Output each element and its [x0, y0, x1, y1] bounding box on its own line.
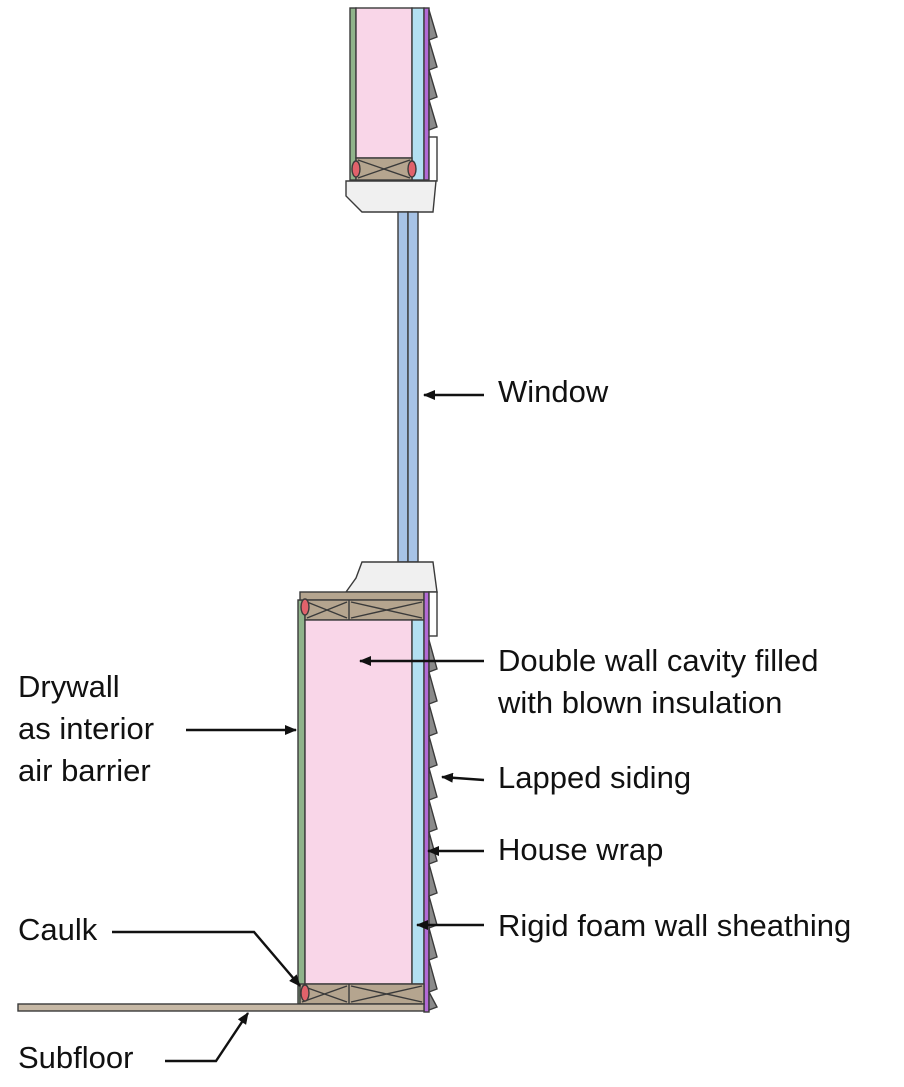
subfloor-leader	[165, 1012, 249, 1063]
lower-rigid-foam	[411, 619, 425, 985]
label-lapped-siding: Lapped siding	[498, 760, 691, 795]
label-rigid-foam: Rigid foam wall sheathing	[498, 908, 851, 943]
lower-house-wrap	[423, 591, 430, 1013]
upper-wall-section	[345, 7, 438, 213]
lower-insulation	[304, 619, 413, 985]
lower-wall-section	[17, 561, 438, 1013]
lower-bottom-plate	[299, 983, 425, 1005]
window-glass	[397, 211, 419, 563]
callout-lines	[112, 390, 485, 1063]
upper-lapped-siding	[428, 9, 438, 132]
label-window: Window	[498, 374, 609, 409]
lower-top-plate	[299, 591, 425, 601]
upper-rigid-foam	[411, 7, 425, 181]
lower-drywall	[297, 599, 306, 1005]
label-house-wrap: House wrap	[498, 832, 663, 867]
lower-lapped-siding	[428, 639, 438, 1012]
labels: Window Double wall cavity filled with bl…	[18, 374, 851, 1075]
upper-header-lumber	[355, 157, 413, 181]
lower-bottom-caulk	[300, 984, 310, 1002]
lower-header-lumber	[304, 599, 425, 621]
lapped-siding-leader	[441, 772, 485, 783]
upper-caulk-left	[351, 160, 361, 178]
caulk-leader	[112, 930, 301, 987]
label-subfloor: Subfloor	[18, 1040, 133, 1075]
upper-insulation	[355, 7, 413, 159]
upper-caulk-right	[407, 160, 417, 178]
lower-trim	[428, 591, 438, 637]
label-cavity-line1: Double wall cavity filled	[498, 643, 818, 678]
window-head-trim	[345, 180, 437, 213]
upper-trim	[428, 136, 438, 182]
upper-drywall	[349, 7, 357, 181]
label-drywall-line3: air barrier	[18, 753, 151, 788]
label-cavity-line2: with blown insulation	[497, 685, 782, 720]
window-sill	[344, 561, 438, 593]
subfloor	[17, 1003, 425, 1012]
label-caulk: Caulk	[18, 912, 98, 947]
upper-house-wrap	[423, 7, 430, 181]
label-drywall-line1: Drywall	[18, 669, 120, 704]
label-drywall-line2: as interior	[18, 711, 154, 746]
lower-top-caulk	[300, 598, 310, 616]
